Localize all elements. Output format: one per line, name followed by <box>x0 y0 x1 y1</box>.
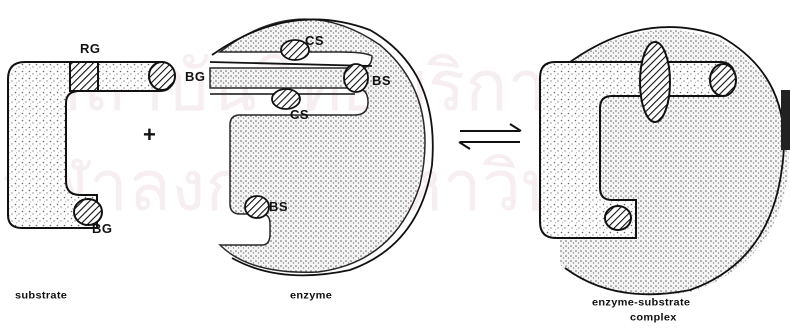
caption-complex-line2: complex <box>630 314 677 324</box>
label-cs-bottom: CS <box>290 108 309 121</box>
complex-bs-site-lower <box>605 206 631 230</box>
label-rg: RG <box>80 42 101 55</box>
enzyme-substrate-complex <box>540 27 789 295</box>
plus-sign: + <box>143 124 156 146</box>
caption-enzyme: enzyme <box>290 292 332 302</box>
complex-rg-cs-group <box>640 42 670 122</box>
label-bg-bottom: BG <box>92 222 113 235</box>
enzyme-cs-group-bottom <box>272 89 300 109</box>
label-bs-right: BS <box>372 74 391 87</box>
complex-bs-site-right <box>710 64 736 96</box>
caption-substrate: substrate <box>15 292 67 302</box>
label-cs-top: CS <box>305 34 324 47</box>
substrate-bg-group-top <box>149 62 175 90</box>
caption-complex-line1: enzyme-substrate <box>592 299 690 309</box>
label-bg-top: BG <box>185 70 206 83</box>
label-bs-lower: BS <box>269 200 288 213</box>
enzyme-bs-site-right <box>344 64 368 92</box>
substrate-rg-group <box>70 62 98 91</box>
enzyme-bs-site-lower <box>245 196 269 218</box>
edge-fragment <box>781 90 790 150</box>
